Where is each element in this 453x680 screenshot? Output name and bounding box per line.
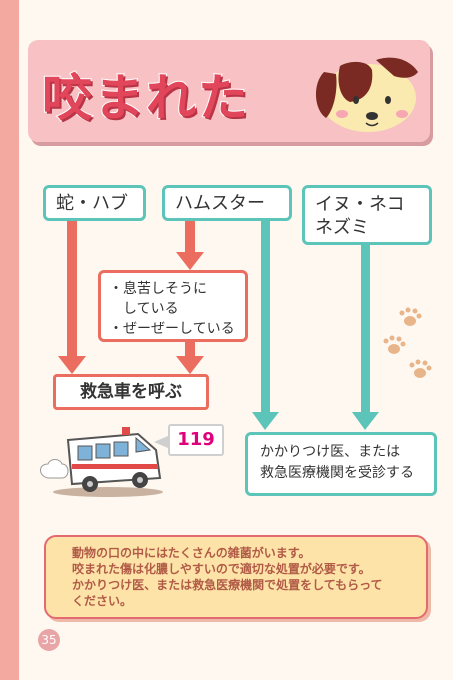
- category-dog-cat-mouse: イヌ・ネコ ネズミ: [302, 185, 432, 245]
- category-snake-habu: 蛇・ハブ: [43, 185, 146, 221]
- symptom-item-1-line-2: している: [109, 301, 179, 317]
- paw-print-icon: [383, 307, 432, 378]
- dog-face-icon: [315, 57, 418, 132]
- call-ambulance-box: 救急車を呼ぶ: [53, 374, 209, 410]
- symptom-item-1-line-1: ・息苦しそうに: [109, 281, 207, 297]
- see-doctor-line-1: かかりつけ医、または: [260, 444, 401, 460]
- page-title: 咬まれた: [41, 68, 250, 128]
- symptoms-box: ・息苦しそうに している ・ぜーぜーしている: [98, 270, 248, 342]
- page-number: 35: [38, 629, 60, 651]
- info-note-box: 動物の口の中にはたくさんの雑菌がいます。 咬まれた傷は化膿しやすいので適切な処置…: [44, 535, 428, 619]
- info-line-3: かかりつけ医、または救急医療機関で処置をしてもらって: [72, 578, 383, 592]
- left-margin-strip: [0, 0, 19, 680]
- info-line-2: 咬まれた傷は化膿しやすいので適切な処置が必要です。: [72, 562, 371, 576]
- category-mouse-label: ネズミ: [315, 217, 369, 238]
- see-doctor-line-2: 救急医療機関を受診する: [260, 465, 414, 481]
- symptom-item-2: ・ぜーぜーしている: [109, 321, 235, 337]
- info-line-1: 動物の口の中にはたくさんの雑菌がいます。: [72, 546, 311, 560]
- info-line-4: ください。: [72, 594, 133, 608]
- title-banner: 咬まれた: [28, 40, 430, 142]
- badge-pointer: [154, 436, 168, 448]
- category-dog-cat-label: イヌ・ネコ: [315, 194, 405, 215]
- ambulance-icon: [40, 427, 163, 497]
- emergency-number-badge: 119: [168, 424, 224, 456]
- see-doctor-box: かかりつけ医、または 救急医療機関を受診する: [245, 432, 437, 496]
- category-hamster: ハムスター: [162, 185, 292, 221]
